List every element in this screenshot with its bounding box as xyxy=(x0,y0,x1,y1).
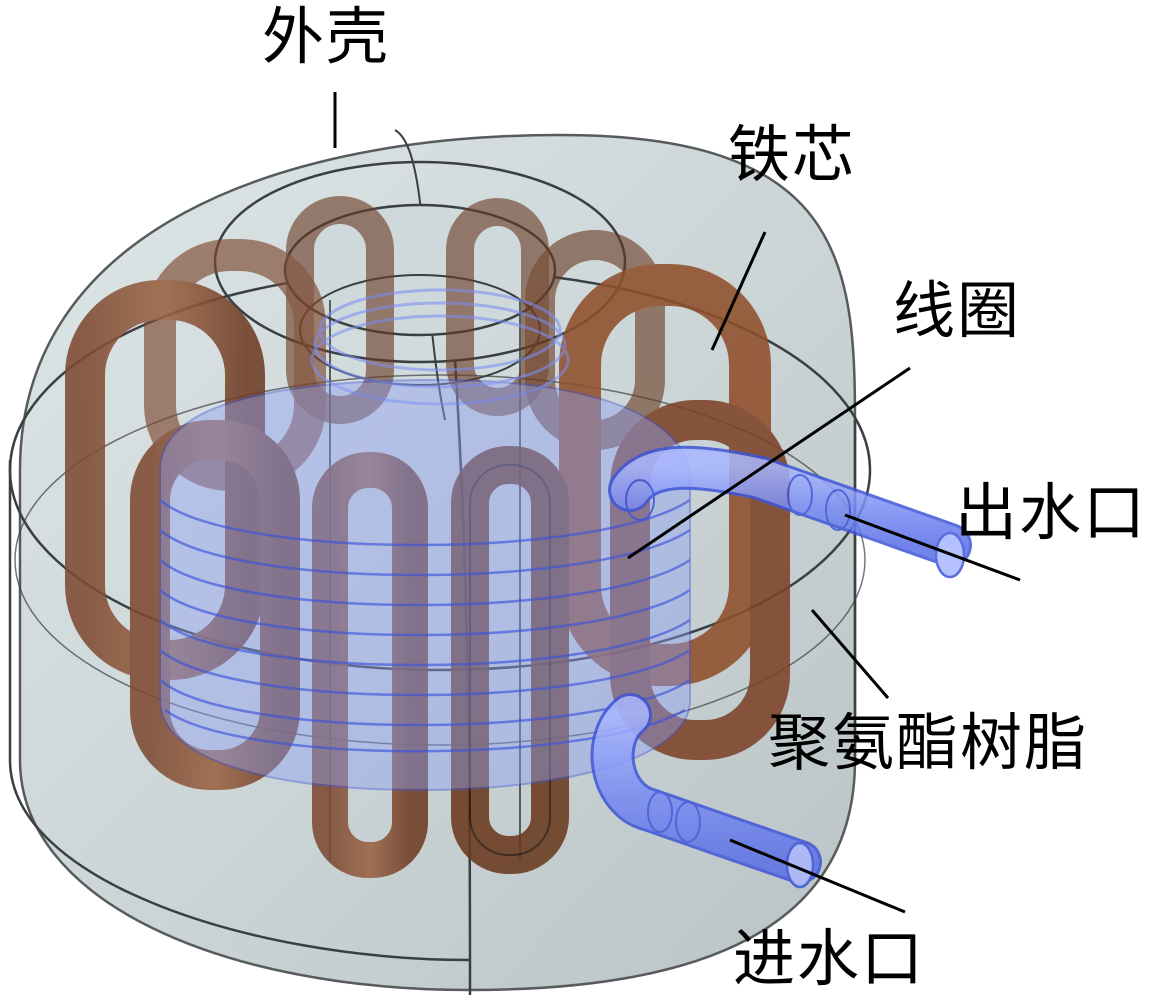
label-shell: 外壳 xyxy=(262,0,391,73)
leader-line-resin xyxy=(810,609,890,699)
leader-line-inlet xyxy=(729,838,906,914)
label-water-outlet: 出水口 xyxy=(955,476,1148,549)
leader-line-core xyxy=(710,231,767,351)
water-inlet-pipe xyxy=(590,693,822,889)
label-coil: 线圈 xyxy=(893,274,1022,347)
leader-lines xyxy=(333,92,1021,914)
label-polyurethane-resin: 聚氨酯树脂 xyxy=(768,706,1089,779)
leader-line-outlet xyxy=(844,513,1021,582)
label-iron-core: 铁芯 xyxy=(728,118,857,191)
coil-winding xyxy=(159,288,691,792)
leader-line-coil xyxy=(627,366,911,560)
label-water-inlet: 进水口 xyxy=(733,922,926,995)
iron-cores xyxy=(65,196,790,878)
